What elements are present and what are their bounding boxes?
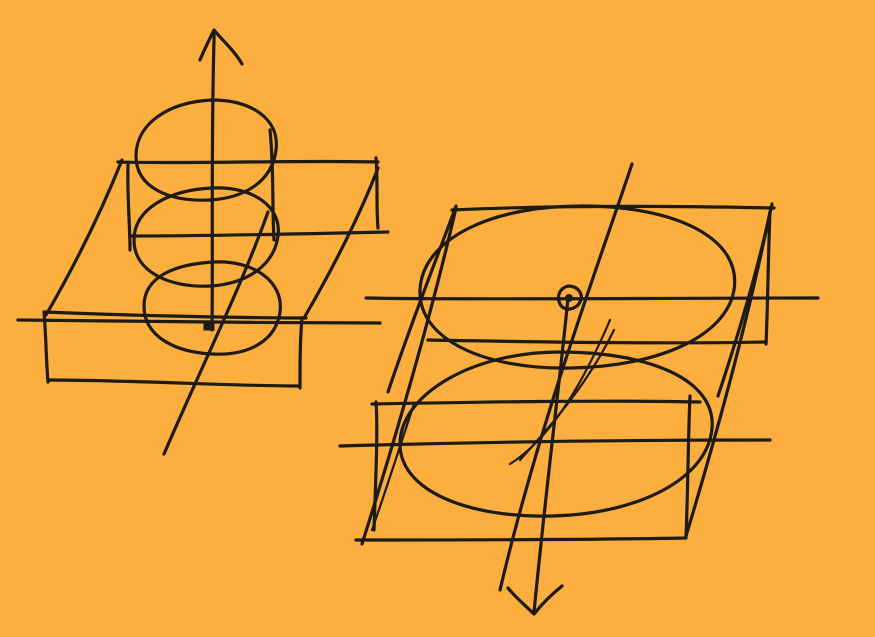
large-lower-plane-top-edge [372, 401, 700, 404]
large-center-dot [566, 295, 573, 302]
small-up-arrow-head [200, 30, 242, 64]
small-diagonal-axis [164, 212, 268, 454]
large-box-figure [340, 164, 818, 614]
large-vertical-axis [534, 298, 568, 612]
large-top-plane-right-edge [718, 204, 772, 396]
small-horizontal-axis [18, 320, 380, 323]
small-bottom-plane-top-edge [44, 312, 306, 318]
small-center-dot [204, 322, 214, 330]
large-diagonal-axis [500, 164, 632, 590]
small-cylinder-right-side [270, 130, 274, 240]
large-lower-horizontal-axis [340, 440, 770, 446]
small-top-plane-right-edge [304, 168, 378, 318]
small-circle-top [136, 100, 276, 200]
large-lower-plane-left-edge [362, 208, 456, 544]
large-lower-plane-bottom-edge [356, 538, 686, 540]
small-bottom-plane-left-edge [44, 312, 48, 382]
large-middle-plane-line [428, 340, 766, 343]
small-bottom-plane-right-edge [300, 318, 302, 388]
small-cylinder-left-side [128, 165, 130, 250]
small-box-figure [18, 30, 388, 454]
large-lower-plane-right-vertical [686, 396, 690, 536]
large-ellipse-bottom [400, 352, 712, 516]
large-lower-plane-left-vertical [374, 402, 377, 530]
small-bottom-plane-bottom-edge [48, 380, 300, 386]
